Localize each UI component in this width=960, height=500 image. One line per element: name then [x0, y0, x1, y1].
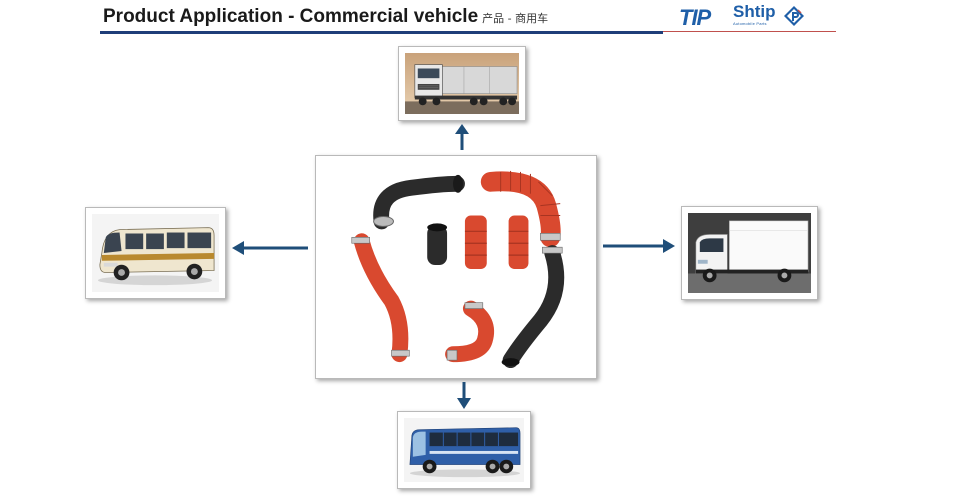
shtip-logo-tagline: Automobile Parts	[733, 21, 767, 26]
title-subtitle: 产品 - 商用车	[482, 12, 549, 25]
company-emblem-logo	[784, 6, 804, 26]
shtip-logo-text: Shtip	[733, 2, 776, 21]
arrow-down-icon	[457, 382, 471, 409]
hoses-photo	[315, 155, 597, 379]
title-main: Product Application - Commercial vehicle	[103, 6, 479, 27]
box-truck-photo	[681, 206, 818, 300]
semi-truck-photo	[398, 46, 526, 121]
coach-bus-photo	[397, 411, 531, 489]
page-title: Product Application - Commercial vehicle…	[103, 6, 548, 28]
title-accent-line	[663, 31, 836, 32]
arrow-left-icon	[232, 241, 308, 255]
title-underline	[100, 31, 663, 34]
shtip-logo: Shtip Automobile Parts	[733, 2, 776, 27]
tip-logo: TIP	[679, 5, 711, 30]
arrow-right-icon	[603, 239, 675, 253]
minibus-photo	[85, 207, 226, 299]
arrow-up-icon	[455, 124, 469, 150]
